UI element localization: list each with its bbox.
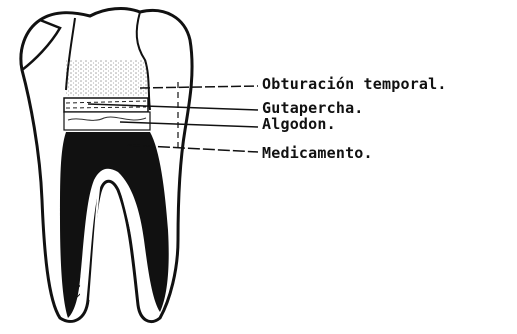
label-gutta-percha: Gutapercha. — [262, 101, 364, 116]
left-root-canal — [71, 150, 89, 300]
leader-temporary-filling — [140, 86, 258, 88]
label-temporary-filling: Obturación temporal. — [262, 77, 447, 92]
label-medicament: Medicamento. — [262, 146, 373, 161]
root-canal-line-left — [90, 180, 100, 300]
cotton-layer — [64, 112, 150, 130]
temporary-filling-area — [66, 60, 148, 96]
label-cotton: Algodon. — [262, 117, 336, 132]
left-cusp — [21, 20, 60, 70]
